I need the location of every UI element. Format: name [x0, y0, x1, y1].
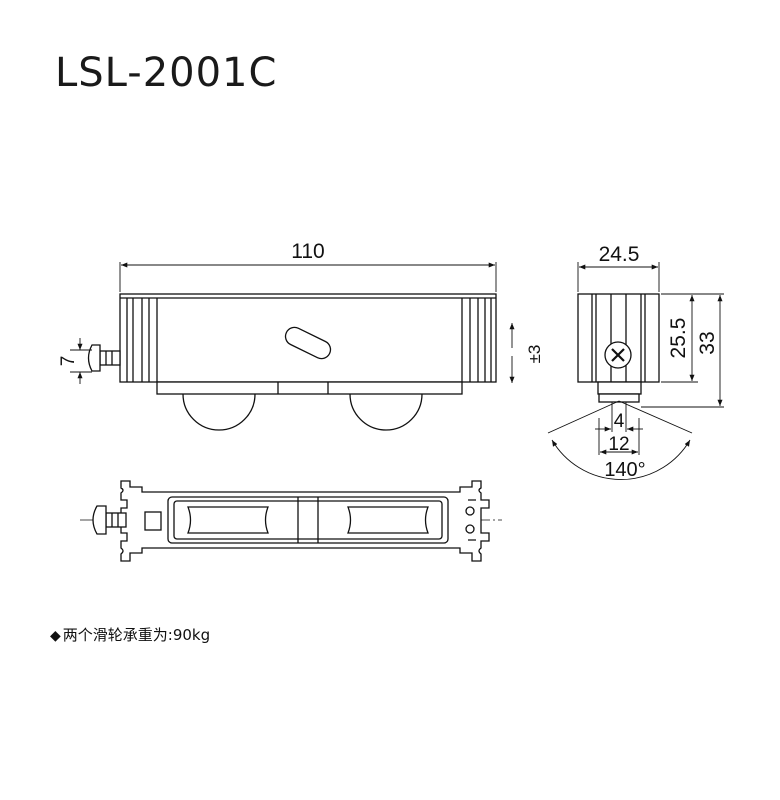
front-view: [70, 262, 515, 431]
dim-adjust-label: ±3: [525, 345, 544, 364]
dim-wheel-width-label: 4: [614, 411, 625, 432]
dim-width-label: 24.5: [599, 243, 640, 266]
dim-angle-label: 140°: [604, 459, 645, 481]
dim-wheel-span-label: 12: [608, 434, 629, 455]
side-view: [547, 262, 724, 480]
dim-length-label: 110: [291, 240, 324, 263]
note-bullet: ◆: [50, 628, 61, 644]
top-view: [80, 480, 502, 562]
dim-total-height-label: 33: [696, 331, 719, 354]
dim-screw-height-label: 7: [58, 356, 79, 367]
page-title: LSL-2001C: [55, 50, 278, 96]
dim-body-height-label: 25.5: [667, 318, 690, 359]
note-text: 两个滑轮承重为:90kg: [62, 626, 211, 644]
load-note: ◆两个滑轮承重为:90kg: [50, 624, 210, 645]
